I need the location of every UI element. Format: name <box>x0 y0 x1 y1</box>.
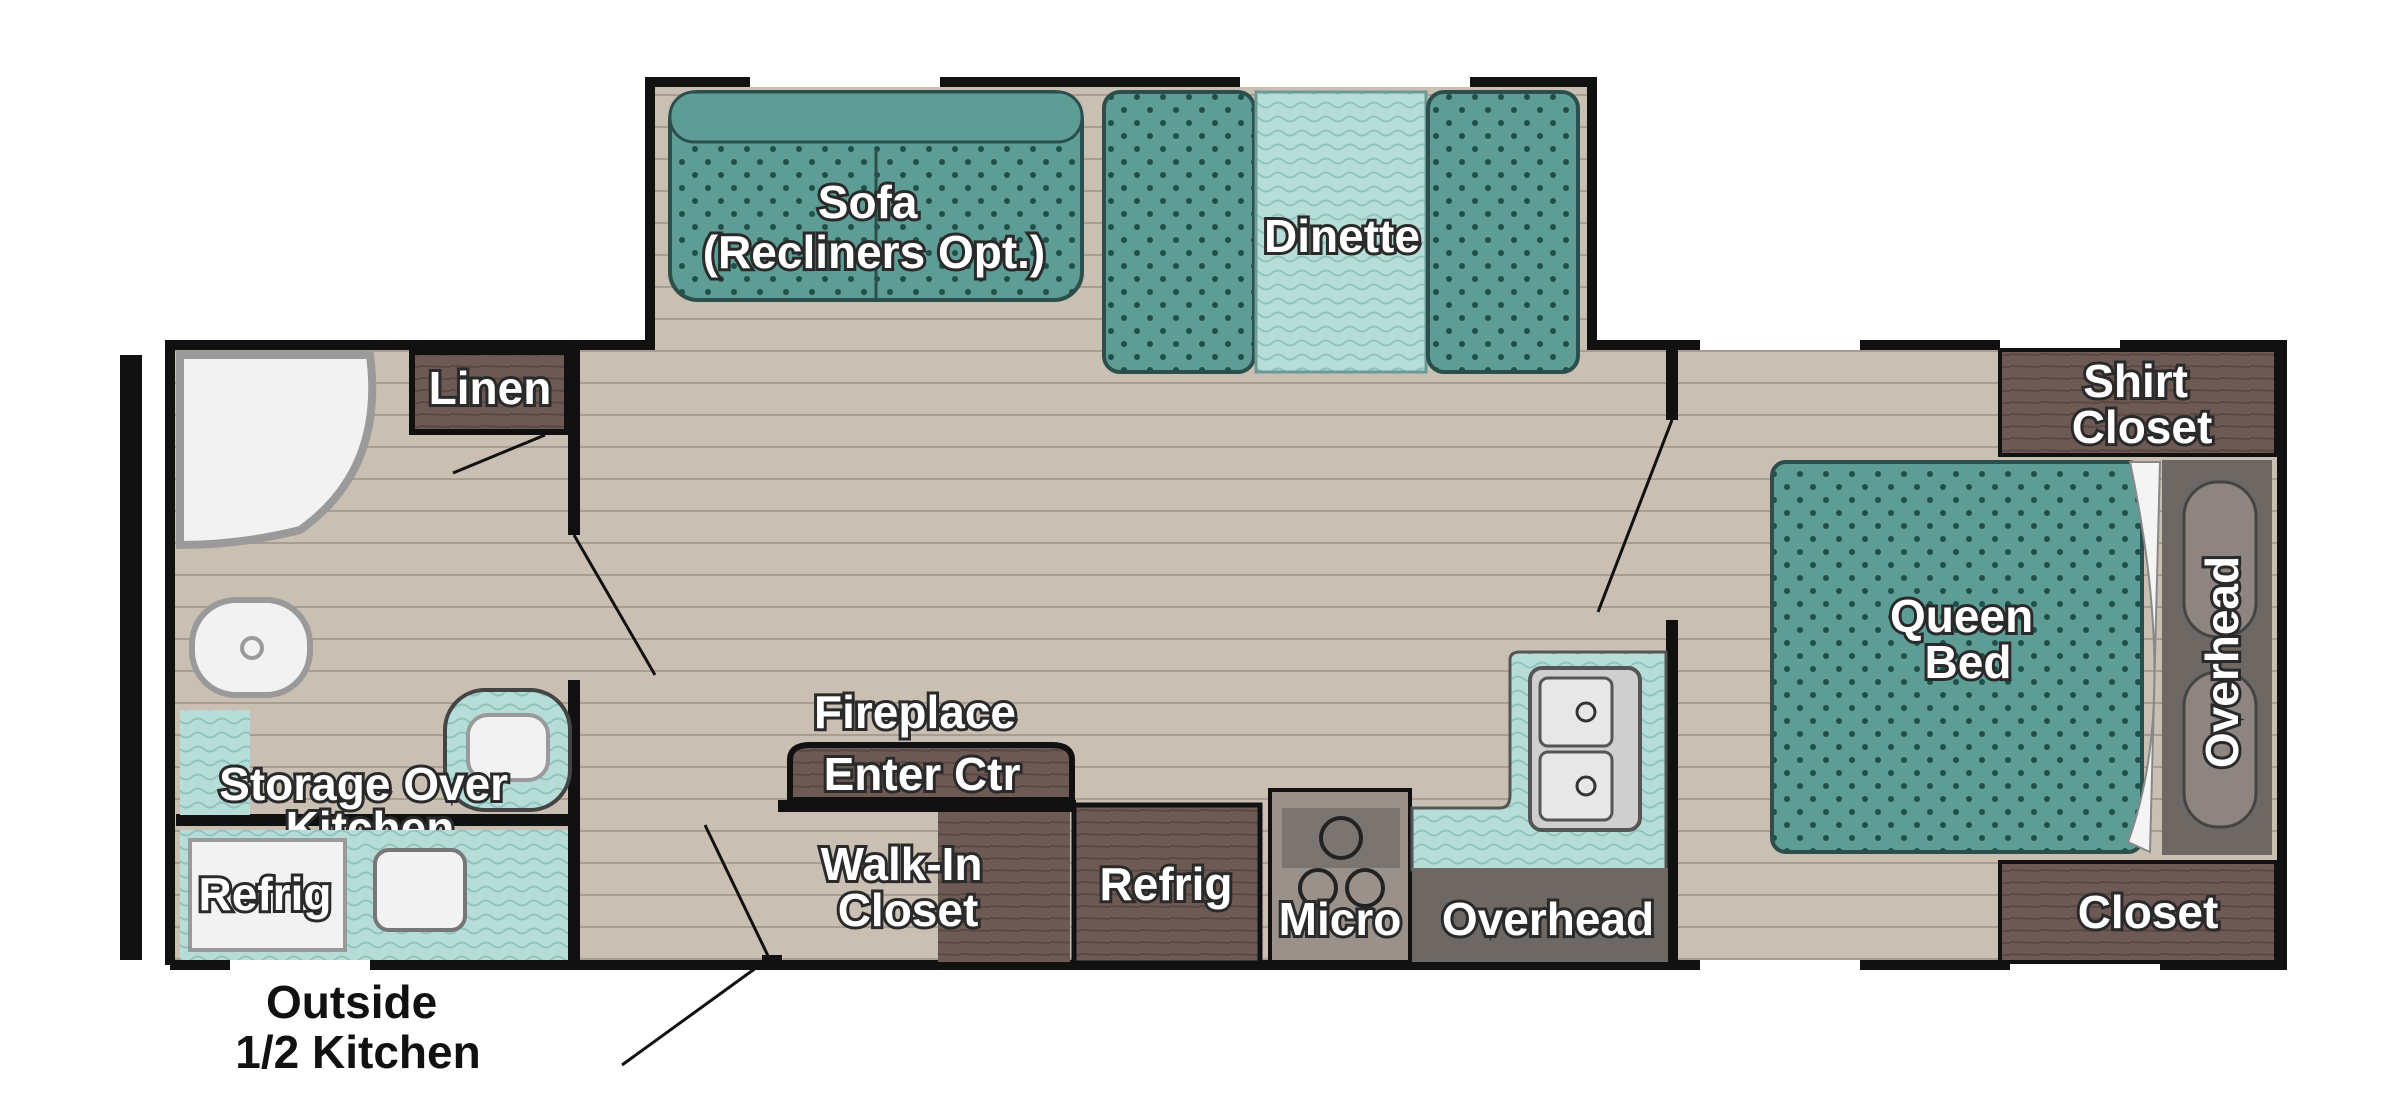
sofa-label: Sofa (Recliners Opt.) <box>703 176 1046 278</box>
label-line: Walk-In <box>821 838 983 890</box>
overhead-bed-label: Overhead <box>2196 556 2248 768</box>
closet-label: Closet <box>2078 886 2219 938</box>
linen-label: Linen <box>429 362 552 414</box>
label-line: Outside <box>266 976 437 1028</box>
walk-in-closet-label: Walk-In Closet <box>821 838 996 936</box>
kitchen-sink <box>1528 666 1642 832</box>
refrigerator: Refrig <box>1071 802 1263 966</box>
sofa: Sofa (Recliners Opt.) <box>668 90 1084 302</box>
shirt-closet-label: Shirt Closet <box>2072 355 2213 453</box>
shower <box>176 351 377 550</box>
label-line: Queen <box>1890 590 2033 642</box>
toilet <box>189 597 313 698</box>
fireplace-enter-ctr: Fireplace Enter Ctr <box>778 683 1076 812</box>
exterior-walls <box>165 77 2287 970</box>
outside-kitchen: Refrig <box>180 830 568 960</box>
label-line: Storage Over <box>219 758 508 810</box>
bath-sink <box>443 688 572 812</box>
windows <box>230 77 2160 970</box>
entry-door-post <box>762 955 782 969</box>
hitch-bar <box>120 355 142 960</box>
walk-in-closet: Walk-In Closet <box>818 812 1070 962</box>
overhead-kitchen-label: Overhead <box>1442 893 1654 945</box>
interior-walls <box>176 350 1678 965</box>
shirt-closet: Shirt Closet <box>1998 348 2278 457</box>
dinette-label: Dinette <box>1264 210 1420 262</box>
dinette: Dinette <box>1102 90 1580 374</box>
linen-closet: Linen <box>409 349 570 435</box>
fireplace-label: Fireplace <box>814 686 1016 738</box>
refrig-label: Refrig <box>1100 858 1233 910</box>
queen-bed-label: Queen Bed <box>1890 590 2046 688</box>
queen-bed: Queen Bed <box>1770 460 2162 854</box>
label-line: Sofa <box>818 176 918 228</box>
label-line: Closet <box>838 884 979 936</box>
label-line: Bed <box>1925 636 2012 688</box>
bedroom-closet: Closet <box>1998 860 2278 964</box>
outside-half-kitchen-label: Outside 1/2 Kitchen <box>235 976 480 1078</box>
micro-label: Micro <box>1279 893 1402 945</box>
label-line: Shirt <box>2083 355 2188 407</box>
stove-micro: Micro <box>1268 788 1412 964</box>
bath-vanity-corner <box>180 710 250 815</box>
label-line: 1/2 Kitchen <box>235 1026 480 1078</box>
label-line: Closet <box>2072 401 2213 453</box>
label-line: (Recliners Opt.) <box>703 226 1046 278</box>
bed-pillows: Overhead <box>2162 460 2272 855</box>
refrig-outside-label: Refrig <box>199 868 332 920</box>
enter-ctr-label: Enter Ctr <box>824 748 1021 800</box>
